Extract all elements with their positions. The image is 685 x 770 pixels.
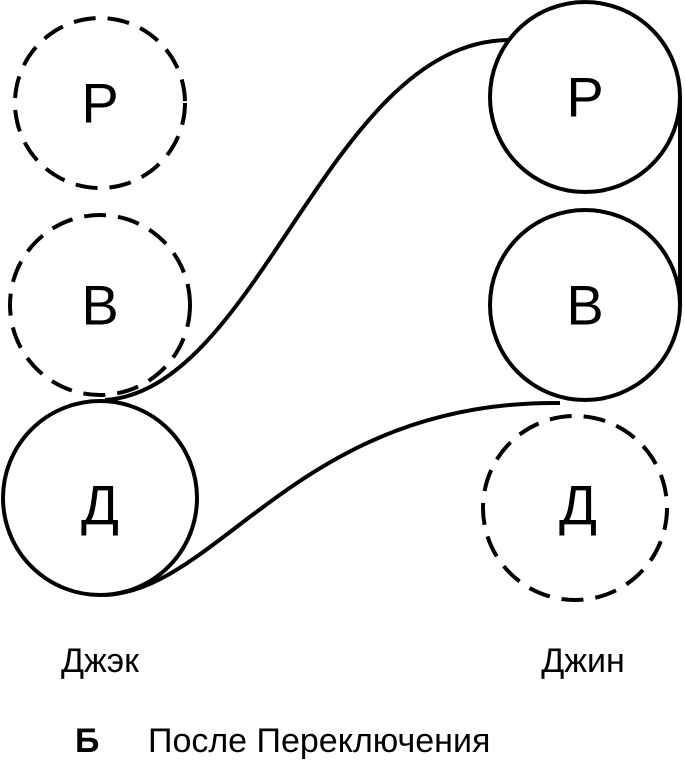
right-child-circle xyxy=(481,414,669,602)
caption-letter: Б xyxy=(75,722,99,760)
caption-text: После Переключения xyxy=(148,722,490,760)
right-child-label: Д xyxy=(559,474,597,537)
transaction-line-lower xyxy=(104,400,561,597)
left-adult-label: В xyxy=(81,274,118,337)
left-adult-circle xyxy=(8,213,192,397)
right-person-name: Джин xyxy=(541,642,625,680)
left-parent-circle xyxy=(13,16,187,190)
left-child-label: Д xyxy=(81,474,119,537)
right-adult-label: В xyxy=(566,274,603,337)
left-parent-label: Р xyxy=(81,72,118,135)
right-parent-label: Р xyxy=(566,66,603,129)
transaction-line-upper xyxy=(104,38,511,402)
left-person-name: Джэк xyxy=(61,642,140,680)
left-child-circle xyxy=(1,399,199,597)
